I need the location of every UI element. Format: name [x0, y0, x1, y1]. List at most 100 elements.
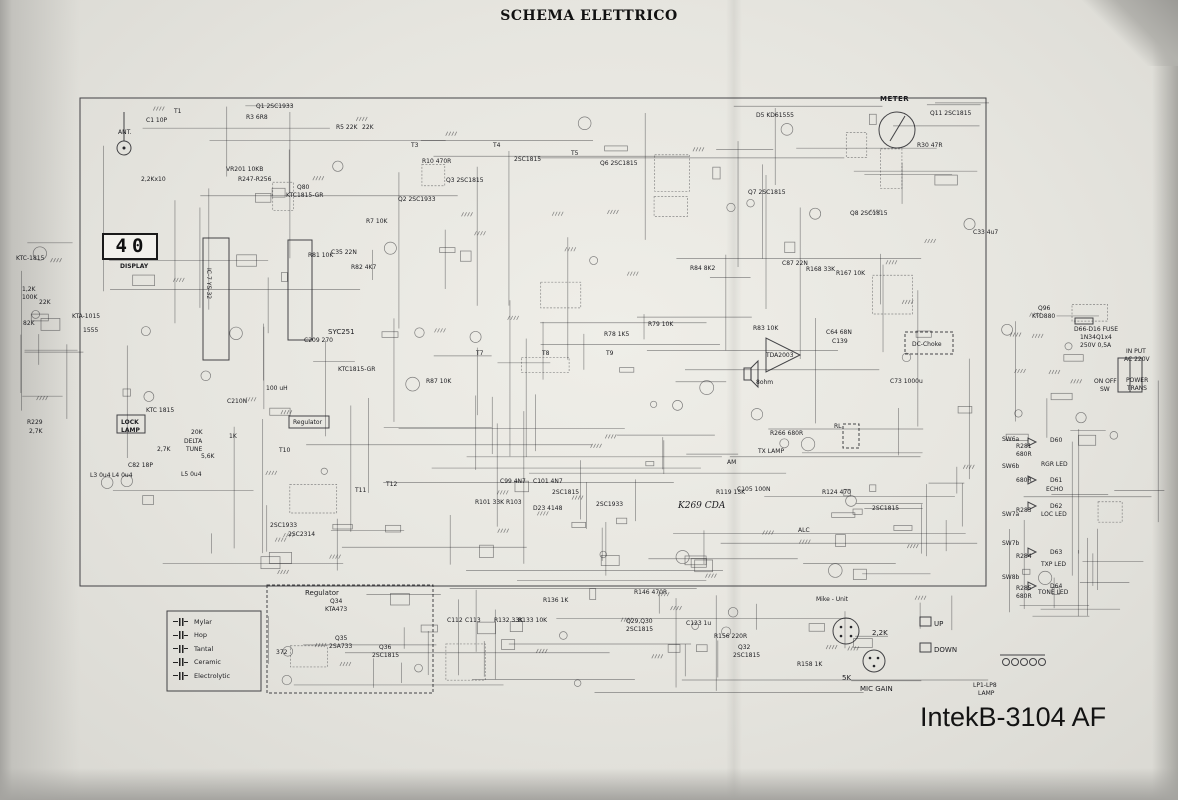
wire: [1015, 332, 1019, 337]
wire: [675, 550, 690, 565]
component-label: SW: [1100, 386, 1110, 393]
wire: [701, 147, 705, 152]
component-label: MIC GAIN: [860, 685, 893, 693]
component-label: R3 6R8: [246, 114, 268, 121]
wire: [271, 187, 286, 198]
component-label: 2SC1815: [514, 156, 542, 163]
component-label: T7: [476, 350, 484, 357]
component-label: KTD880: [1032, 313, 1056, 320]
wire: [1035, 312, 1038, 317]
wire: [289, 484, 338, 514]
wire: [660, 654, 664, 659]
wire: [711, 573, 714, 578]
wire: [692, 147, 696, 152]
wire: [613, 209, 616, 215]
wire: [880, 148, 903, 189]
wire: [1009, 332, 1013, 337]
component-label: KTC-1815: [16, 255, 45, 262]
wire: [454, 131, 458, 136]
wire: [808, 623, 825, 632]
legend-label: Electrolytic: [194, 671, 231, 680]
component-label: 2,7K: [157, 446, 171, 453]
wire: [445, 643, 486, 681]
wire: [1014, 409, 1023, 418]
wire: [470, 212, 473, 217]
led-icon: [1027, 437, 1038, 447]
wire: [835, 534, 846, 547]
wire: [329, 554, 332, 559]
component-label: KTC 1815: [146, 407, 175, 414]
wire: [573, 679, 582, 687]
wire: [596, 443, 599, 448]
wire: [779, 438, 790, 449]
component-label: R168 33K: [806, 266, 836, 273]
component-label: T10: [279, 447, 291, 454]
schematic-border: [79, 97, 987, 587]
component-label: C112: [447, 617, 463, 624]
wire: [200, 370, 211, 381]
legend-row: Electrolytic: [173, 669, 230, 683]
wire: [314, 642, 318, 648]
component-label: VR201 10KB: [226, 166, 264, 173]
component-label: C209 270: [304, 337, 334, 344]
wire: [229, 326, 243, 340]
legend-row: Mylar: [173, 615, 230, 629]
wire: [1057, 369, 1061, 375]
wire: [784, 241, 796, 253]
wire: [660, 591, 664, 597]
wire: [445, 131, 449, 136]
component-label: 82K: [23, 320, 35, 327]
wire: [483, 231, 486, 236]
wire: [255, 193, 272, 203]
wire: [551, 211, 555, 216]
wire: [538, 648, 542, 654]
wire: [676, 605, 679, 611]
wire: [850, 646, 854, 651]
wire: [535, 648, 539, 654]
wire: [1032, 312, 1035, 317]
wire: [599, 550, 607, 559]
component-label: C1 10P: [146, 117, 168, 124]
component-label: Q29,Q30: [626, 618, 653, 625]
wire: [963, 218, 976, 231]
legend-row: Tantal: [173, 642, 230, 656]
capacitor-symbol-icon: [173, 658, 188, 667]
wire: [708, 573, 711, 578]
component-label: Q7 2SC1815: [748, 189, 786, 196]
mic-pin: [839, 634, 843, 638]
wire: [910, 299, 914, 305]
coil-icon: [1002, 658, 1010, 666]
component-label: C33 4u7: [973, 229, 999, 236]
lock-lamp-box: [116, 414, 146, 434]
wire: [1037, 333, 1041, 339]
wire: [673, 605, 676, 611]
wire: [269, 407, 291, 416]
wire: [834, 644, 838, 650]
wire: [1063, 354, 1084, 362]
wire: [930, 238, 933, 244]
wire: [480, 231, 483, 236]
wire: [509, 621, 523, 632]
component-label: C113: [465, 617, 481, 624]
wire: [53, 258, 56, 263]
component-label: SW8b: [1002, 574, 1020, 581]
component-label: 2SC1815: [552, 489, 580, 496]
wire: [244, 397, 248, 402]
component-label: Q3 2SC1815: [446, 177, 484, 184]
component-label: TONE LED: [1038, 589, 1069, 596]
wire: [780, 123, 794, 136]
component-label: C73 1000u: [890, 378, 923, 385]
wire: [539, 511, 543, 516]
wire: [799, 539, 802, 544]
component-label: R266 680R: [770, 430, 804, 437]
component-label: R146 470R: [634, 589, 668, 596]
component-label: R87 10K: [426, 378, 452, 385]
wire: [771, 530, 774, 535]
wire: [1054, 369, 1058, 375]
coil-icon: [1011, 658, 1019, 666]
wire: [312, 176, 316, 181]
wire: [477, 231, 480, 236]
wire: [571, 495, 575, 500]
wire: [802, 539, 805, 544]
